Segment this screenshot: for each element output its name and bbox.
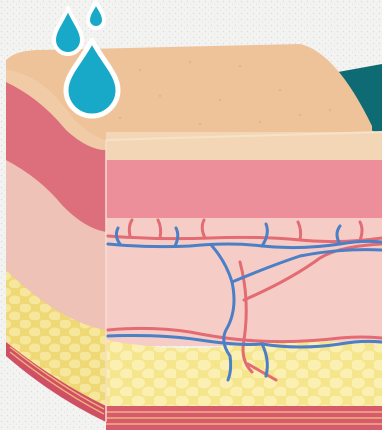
skin-illustration [0,0,382,430]
skin-cross-section-canvas [0,0,382,430]
